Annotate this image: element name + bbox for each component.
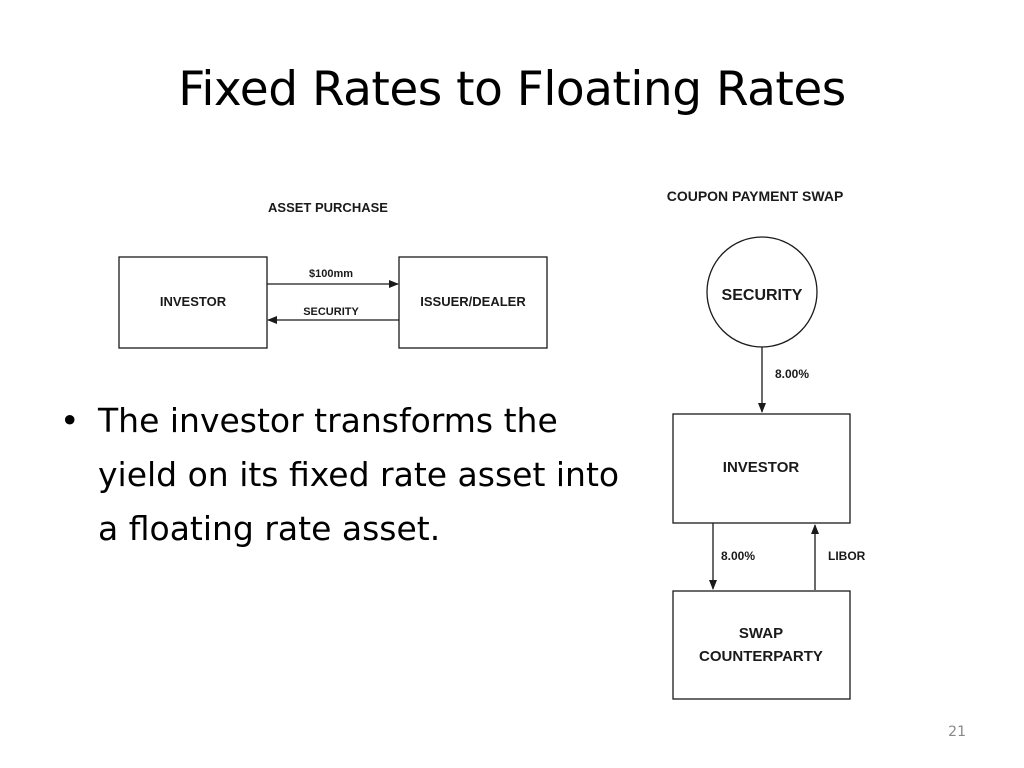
security-arrow-label: SECURITY (303, 306, 359, 318)
libor-arrow-label: LIBOR (828, 549, 866, 563)
payment-arrow-label: $100mm (309, 268, 353, 280)
asset-purchase-heading: ASSET PURCHASE (268, 200, 388, 215)
swap-counterparty-label-line2: COUNTERPARTY (699, 648, 823, 665)
slide-title: Fixed Rates to Floating Rates (178, 62, 846, 117)
fixed-payment-arrow-label: 8.00% (721, 549, 755, 563)
bullet-text: The investor transforms the yield on its… (98, 401, 620, 548)
swap-investor-box-label: INVESTOR (723, 459, 800, 476)
swap-counterparty-label-line1: SWAP (739, 625, 783, 642)
swap-counterparty-box (672, 590, 851, 700)
investor-box (118, 256, 268, 349)
swap-investor-box (672, 413, 851, 524)
asset-purchase-diagram: ASSET PURCHASE INVESTOR ISSUER/DEALER $1… (118, 200, 548, 349)
coupon-arrow-label: 8.00% (775, 367, 809, 381)
page-number: 21 (948, 724, 966, 740)
coupon-swap-diagram: COUPON PAYMENT SWAP SECURITY 8.00% INVES… (667, 188, 866, 700)
security-circle-label: SECURITY (722, 287, 803, 304)
investor-box-label: INVESTOR (160, 294, 227, 309)
bullet-item: • The investor transforms the yield on i… (60, 394, 640, 556)
issuer-dealer-box (398, 256, 548, 349)
issuer-dealer-box-label: ISSUER/DEALER (420, 294, 526, 309)
bullet-marker: • (60, 401, 80, 440)
coupon-swap-heading: COUPON PAYMENT SWAP (667, 188, 844, 204)
